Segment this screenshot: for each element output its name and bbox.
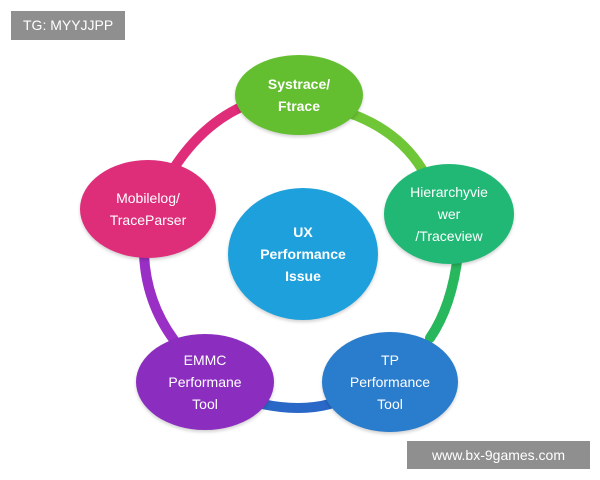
- node-hierarchyviewer: Hierarchyvie wer /Traceview: [384, 164, 514, 264]
- center-node-ux-performance: UX Performance Issue: [228, 188, 378, 320]
- ring-segment-bottom: [257, 399, 335, 413]
- node-mobilelog: Mobilelog/ TraceParser: [80, 160, 216, 258]
- node-tp-performance: TP Performance Tool: [322, 332, 458, 432]
- watermark-top: TG: MYYJJPP: [11, 11, 126, 40]
- center-node-label: UX Performance Issue: [260, 224, 346, 284]
- node-systrace-label: Systrace/ Ftrace: [267, 76, 331, 114]
- node-emmc-performance-label: EMMC Performane Tool: [168, 352, 242, 412]
- node-emmc-performance: EMMC Performane Tool: [136, 334, 274, 430]
- ring-segment-right-bottom: [425, 249, 463, 343]
- ring-segment-left-top: [169, 99, 253, 173]
- node-tp-performance-label: TP Performance Tool: [349, 352, 431, 412]
- node-mobilelog-label: Mobilelog/ TraceParser: [109, 190, 187, 228]
- node-hierarchyviewer-label: Hierarchyvie wer /Traceview: [410, 184, 488, 244]
- node-systrace: Systrace/ Ftrace: [235, 55, 363, 135]
- watermark-bottom: www.bx-9games.com: [407, 441, 590, 469]
- ring-segment-bottom-left: [139, 249, 179, 345]
- ring-segment-top-right: [335, 105, 431, 181]
